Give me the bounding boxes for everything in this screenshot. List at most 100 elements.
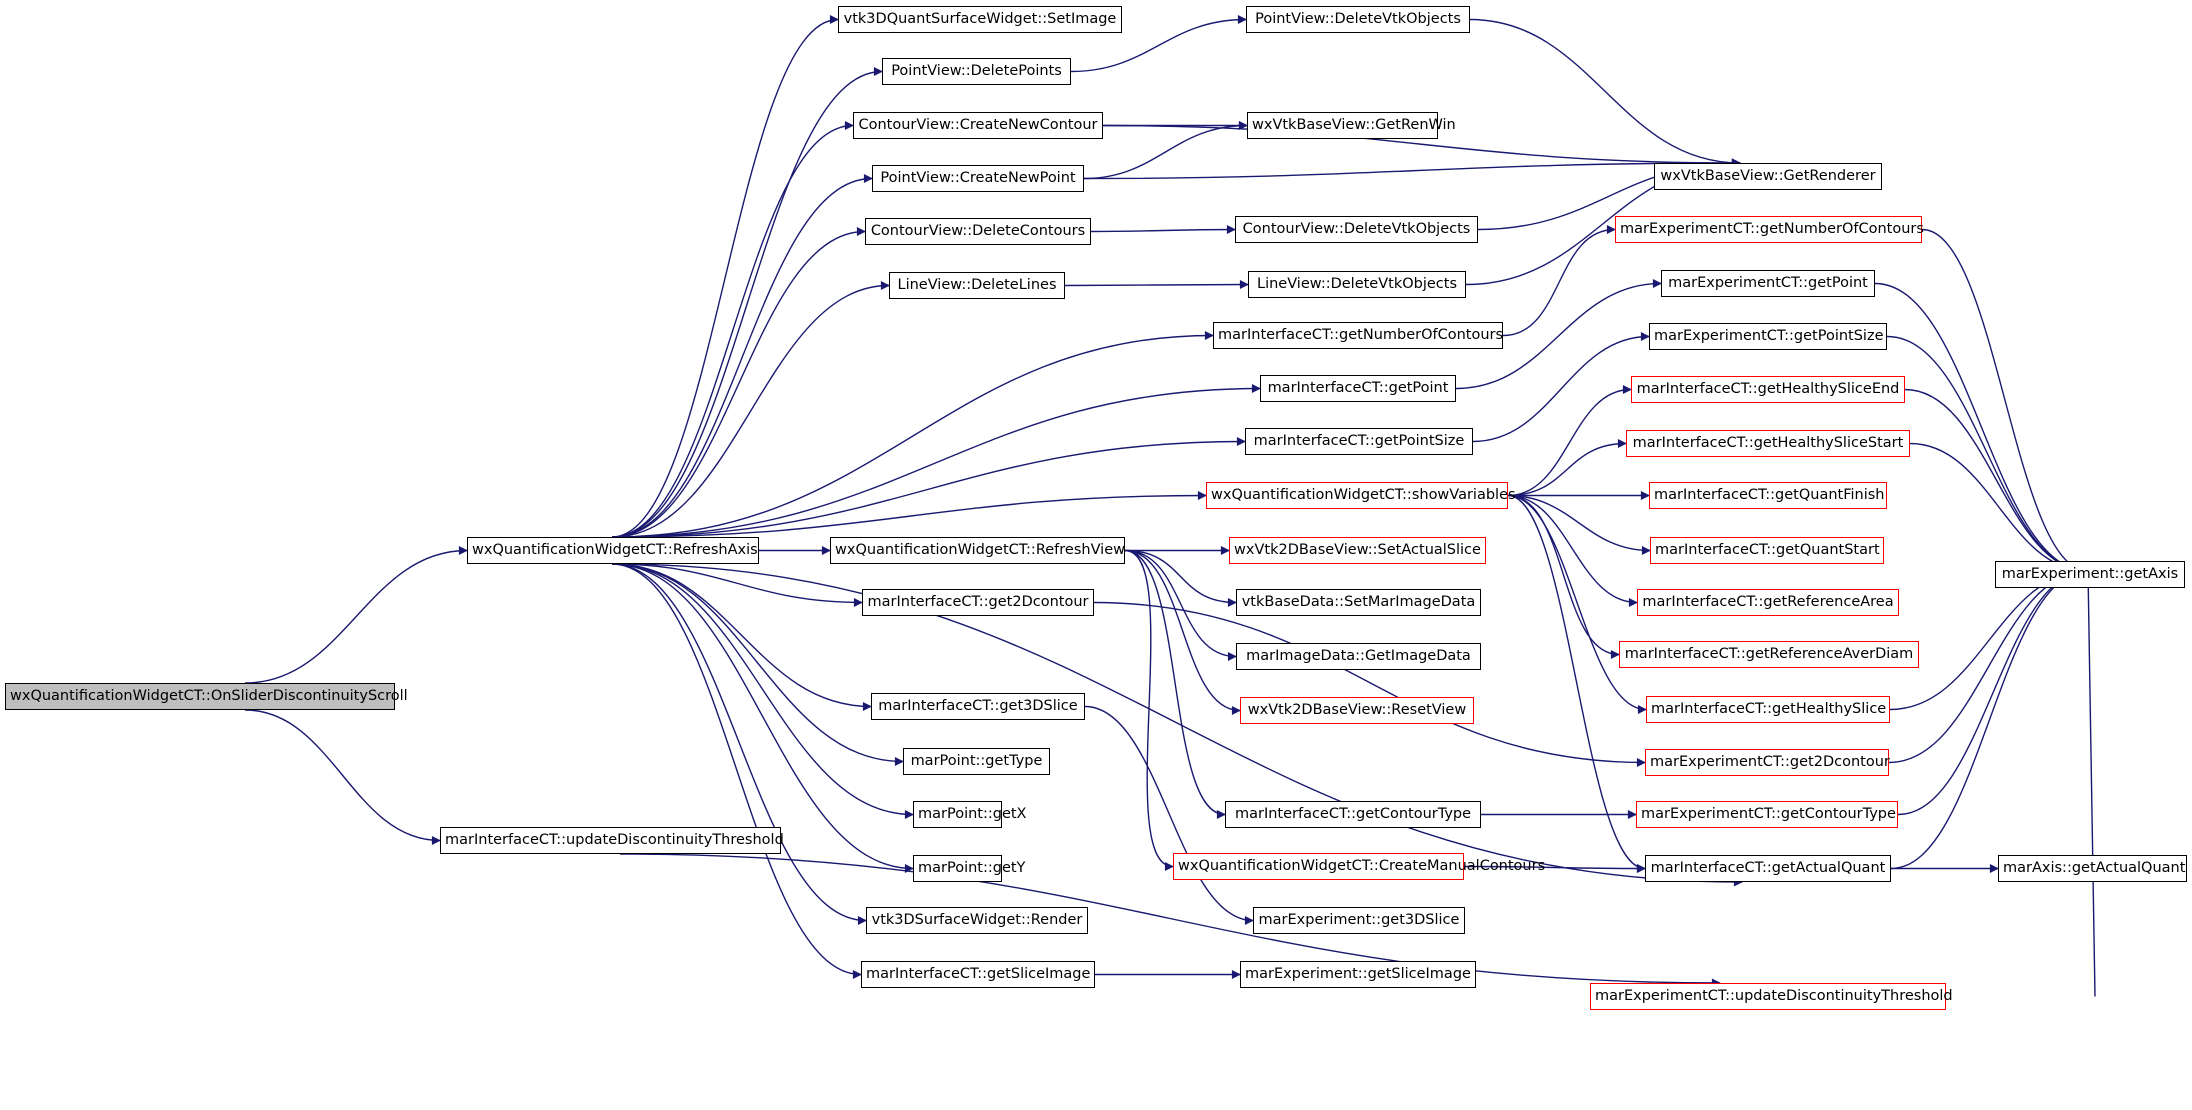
node-n31[interactable]: marExperiment::get3DSlice (1253, 907, 1465, 934)
node-n18[interactable]: marPoint::getY (913, 855, 1025, 882)
edge-n1-n8 (611, 281, 890, 538)
edge-n46-n48 (1890, 566, 2089, 870)
edge-n12-n43 (1507, 494, 1647, 714)
node-n41[interactable]: marInterfaceCT::getReferenceArea (1637, 589, 1899, 616)
node-n12[interactable]: wxQuantificationWidgetCT::showVariables (1206, 482, 1516, 509)
node-n15[interactable]: marInterfaceCT::get3DSlice (871, 693, 1085, 720)
node-n39[interactable]: marInterfaceCT::getQuantFinish (1649, 482, 1887, 509)
edge-n1-n14 (611, 563, 863, 607)
node-n14[interactable]: marInterfaceCT::get2Dcontour (862, 589, 1094, 616)
node-n38[interactable]: marInterfaceCT::getHealthySliceStart (1626, 430, 1910, 457)
edge-n1-n18 (611, 563, 914, 873)
node-n11[interactable]: marInterfaceCT::getPointSize (1245, 428, 1473, 455)
edge-n37-n48 (1904, 388, 2089, 576)
edge-n9-n34 (1502, 225, 1616, 337)
edge-n1-n46 (611, 563, 1743, 887)
edge-n38-n48 (1909, 442, 2089, 576)
edge-n1-n16 (611, 563, 904, 766)
edge-n45-n48 (1897, 566, 2089, 816)
edge-n11-n36 (1472, 332, 1650, 443)
edge-n4-n21 (1070, 15, 1247, 73)
edge-n1-n20 (611, 563, 862, 979)
edge-n0-n2 (244, 709, 441, 845)
edge-n47-n48 (2083, 570, 2096, 997)
node-n34[interactable]: marExperimentCT::getNumberOfContours (1615, 216, 1924, 243)
node-n16[interactable]: marPoint::getType (903, 748, 1050, 775)
node-n26[interactable]: vtkBaseData::SetMarImageData (1236, 589, 1481, 616)
edge-n5-n33 (1102, 124, 1741, 168)
node-n40[interactable]: marInterfaceCT::getQuantStart (1650, 537, 1884, 564)
edge-n1-n17 (611, 563, 914, 819)
edge-n13-n29 (1124, 549, 1226, 819)
node-n36[interactable]: marExperimentCT::getPointSize (1649, 323, 1887, 350)
node-n1[interactable]: wxQuantificationWidgetCT::RefreshAxis (467, 537, 759, 564)
node-n4[interactable]: PointView::DeletePoints (882, 58, 1071, 85)
node-n7[interactable]: ContourView::DeleteContours (865, 218, 1091, 245)
edge-n1-n12 (611, 491, 1207, 538)
edge-n12-n42 (1507, 494, 1620, 659)
edge-n12-n40 (1507, 494, 1651, 555)
node-n13[interactable]: wxQuantificationWidgetCT::RefreshView (830, 537, 1125, 564)
node-n22[interactable]: wxVtkBaseView::GetRenWin (1247, 112, 1456, 139)
node-n0[interactable]: wxQuantificationWidgetCT::OnSliderDiscon… (5, 683, 408, 710)
edge-n1-n4 (611, 67, 883, 538)
node-n17[interactable]: marPoint::getX (913, 801, 1027, 828)
edge-n14-n44 (1093, 601, 1646, 767)
edge-n6-n33 (1083, 158, 1741, 180)
edge-n13-n27 (1124, 549, 1237, 661)
node-n33[interactable]: wxVtkBaseView::GetRenderer (1654, 163, 1882, 190)
edge-n0-n1 (244, 546, 468, 684)
edge-n13-n28 (1124, 549, 1241, 715)
node-n25[interactable]: wxVtk2DBaseView::SetActualSlice (1229, 537, 1486, 564)
node-n47[interactable]: marExperimentCT::updateDiscontinuityThre… (1590, 983, 1953, 1010)
node-n46[interactable]: marInterfaceCT::getActualQuant (1645, 855, 1891, 882)
edge-n35-n48 (1874, 282, 2089, 576)
node-n29[interactable]: marInterfaceCT::getContourType (1225, 801, 1481, 828)
edge-n1-n7 (611, 227, 866, 538)
edge-n1-n5 (611, 121, 854, 538)
node-n2[interactable]: marInterfaceCT::updateDiscontinuityThres… (440, 827, 784, 854)
node-n23[interactable]: ContourView::DeleteVtkObjects (1235, 216, 1478, 243)
edge-n12-n38 (1507, 439, 1627, 497)
edge-n1-n6 (611, 174, 873, 538)
edge-n1-n9 (611, 331, 1214, 538)
edge-n12-n37 (1507, 385, 1632, 497)
node-n35[interactable]: marExperimentCT::getPoint (1661, 270, 1875, 297)
node-n37[interactable]: marInterfaceCT::getHealthySliceEnd (1631, 376, 1905, 403)
edge-n10-n35 (1455, 279, 1662, 390)
edge-n30-n46 (1463, 863, 1646, 873)
edge-n6-n22 (1083, 121, 1248, 180)
node-n27[interactable]: marImageData::GetImageData (1236, 643, 1481, 670)
node-n32[interactable]: marExperiment::getSliceImage (1240, 961, 1476, 988)
node-n20[interactable]: marInterfaceCT::getSliceImage (861, 961, 1095, 988)
node-n8[interactable]: LineView::DeleteLines (889, 272, 1065, 299)
edge-n34-n48 (1921, 228, 2089, 576)
node-n43[interactable]: marInterfaceCT::getHealthySlice (1646, 696, 1890, 723)
edge-n1-n19 (611, 563, 867, 925)
node-n24[interactable]: LineView::DeleteVtkObjects (1248, 271, 1466, 298)
node-n21[interactable]: PointView::DeleteVtkObjects (1246, 6, 1470, 33)
node-n30[interactable]: wxQuantificationWidgetCT::CreateManualCo… (1173, 853, 1545, 880)
node-n9[interactable]: marInterfaceCT::getNumberOfContours (1213, 322, 1503, 349)
edge-n7-n23 (1090, 225, 1236, 235)
node-n6[interactable]: PointView::CreateNewPoint (872, 165, 1084, 192)
edge-n15-n31 (1084, 705, 1254, 925)
node-n42[interactable]: marInterfaceCT::getReferenceAverDiam (1619, 641, 1919, 668)
node-n10[interactable]: marInterfaceCT::getPoint (1260, 375, 1456, 402)
node-n3[interactable]: vtk3DQuantSurfaceWidget::SetImage (838, 6, 1122, 33)
edge-n1-n10 (611, 384, 1261, 538)
edge-n13-n26 (1124, 549, 1237, 607)
node-n44[interactable]: marExperimentCT::get2Dcontour (1645, 749, 1890, 776)
node-n5[interactable]: ContourView::CreateNewContour (853, 112, 1103, 139)
edge-n43-n48 (1889, 566, 2089, 711)
edge-n1-n15 (611, 563, 872, 711)
node-n45[interactable]: marExperimentCT::getContourType (1636, 801, 1898, 828)
edge-n12-n46 (1507, 494, 1646, 873)
edge-n2-n47 (619, 853, 1721, 988)
node-n19[interactable]: vtk3DSurfaceWidget::Render (866, 907, 1088, 934)
edge-n1-n3 (611, 15, 839, 538)
edge-n36-n48 (1886, 335, 2089, 576)
node-n49[interactable]: marAxis::getActualQuant (1998, 855, 2187, 882)
node-n48[interactable]: marExperiment::getAxis (1995, 561, 2185, 588)
node-n28[interactable]: wxVtk2DBaseView::ResetView (1240, 697, 1474, 724)
